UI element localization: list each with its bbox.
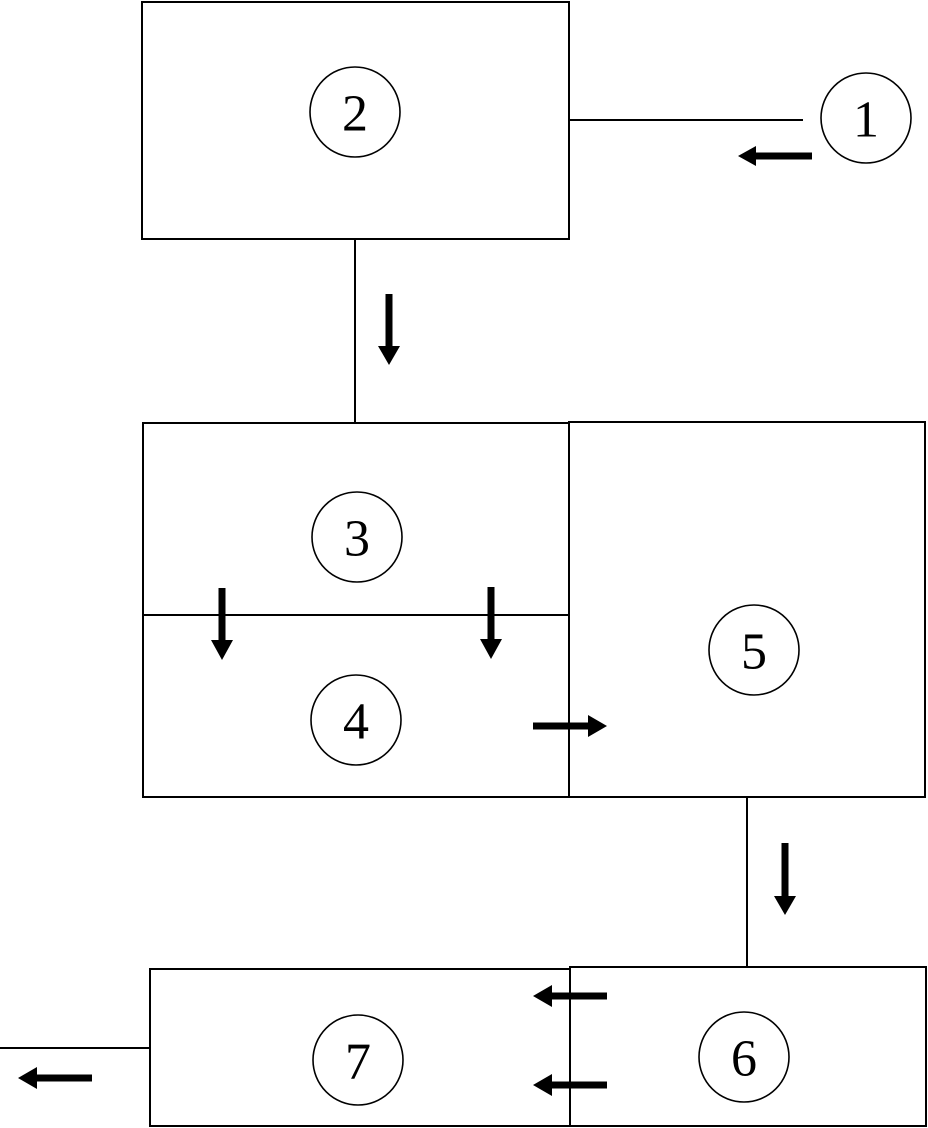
arrow-down-3-to-4-right bbox=[480, 587, 502, 659]
arrow-left-outlet bbox=[18, 1067, 92, 1089]
node-1: 1 bbox=[820, 72, 912, 164]
node-6: 6 bbox=[698, 1011, 790, 1103]
node-3-circle bbox=[311, 491, 403, 583]
arrow-left-6-to-7-upper bbox=[533, 985, 607, 1007]
arrow-down-5-to-6 bbox=[774, 843, 796, 915]
arrow-left-6-to-7-lower bbox=[533, 1074, 607, 1096]
arrow-head bbox=[774, 896, 796, 915]
node-5-label: 5 bbox=[741, 624, 767, 681]
arrow-left-1-to-2 bbox=[738, 146, 812, 166]
node-1-label: 1 bbox=[853, 92, 879, 149]
arrow-down-2-to-3 bbox=[378, 294, 400, 365]
arrow-head bbox=[480, 639, 502, 659]
node-6-label: 6 bbox=[731, 1031, 757, 1088]
node-7: 7 bbox=[312, 1014, 404, 1106]
node-3-label: 3 bbox=[344, 511, 370, 568]
arrow-down-3-to-4-left bbox=[211, 588, 233, 660]
node-2: 2 bbox=[309, 66, 401, 158]
arrow-head bbox=[18, 1067, 37, 1089]
node-4-label: 4 bbox=[343, 694, 369, 751]
arrow-head bbox=[211, 640, 233, 660]
arrow-head bbox=[533, 1074, 552, 1096]
arrow-right-4-to-5 bbox=[533, 715, 607, 737]
node-7-circle bbox=[312, 1014, 404, 1106]
arrow-head bbox=[588, 715, 607, 737]
node-4-circle bbox=[310, 674, 402, 766]
node-2-circle bbox=[309, 66, 401, 158]
node-5: 5 bbox=[708, 604, 800, 696]
arrow-head bbox=[533, 985, 552, 1007]
node-5-circle bbox=[708, 604, 800, 696]
node-6-circle bbox=[698, 1011, 790, 1103]
arrow-head bbox=[738, 146, 756, 166]
node-4: 4 bbox=[310, 674, 402, 766]
node-1-circle bbox=[820, 72, 912, 164]
node-3: 3 bbox=[311, 491, 403, 583]
node-2-label: 2 bbox=[342, 86, 368, 143]
arrow-head bbox=[378, 346, 400, 365]
node-7-label: 7 bbox=[345, 1034, 371, 1091]
